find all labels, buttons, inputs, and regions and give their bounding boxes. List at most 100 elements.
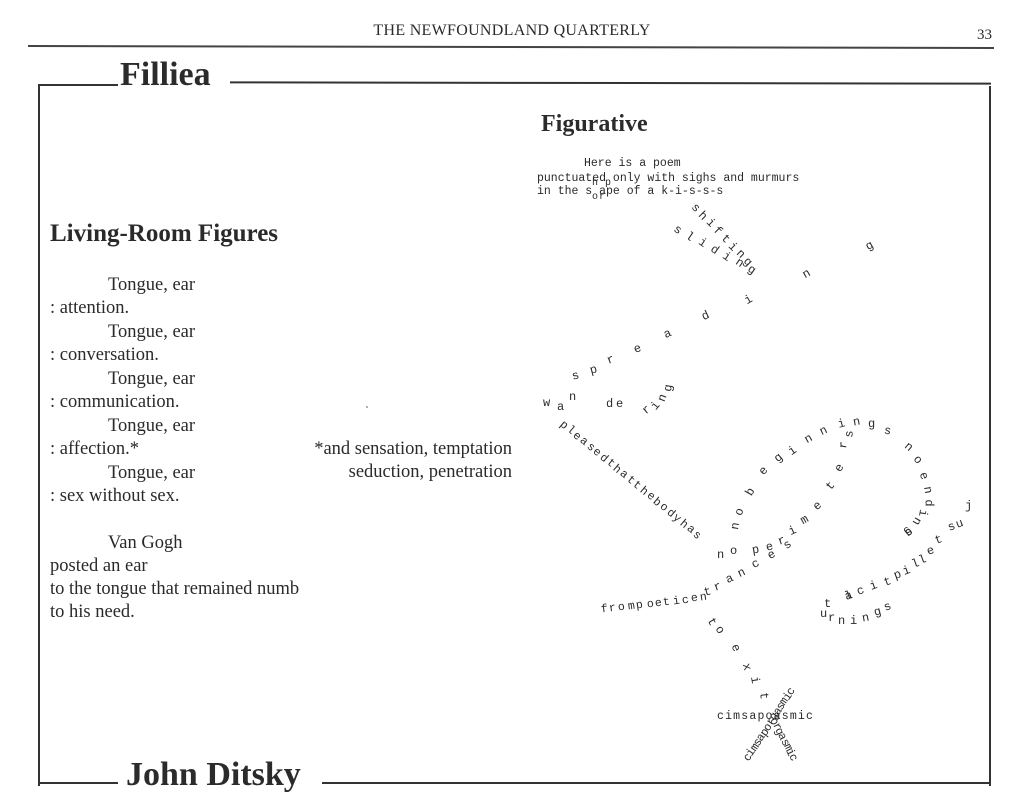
poem-glyph-spreading: a	[661, 326, 674, 342]
poem-glyph-just_elliptical: i	[867, 578, 880, 594]
section-title: Filliea	[120, 56, 211, 93]
poem-line: Van Gogh	[108, 533, 183, 553]
poem-glyph-turnings: s	[881, 599, 894, 615]
poem-glyph-trances: e	[764, 547, 779, 563]
poem-glyph-no_beginnings: e	[755, 463, 772, 479]
poem-glyph-no_endings: n	[920, 485, 936, 495]
poem-line: Tongue, ear	[108, 275, 196, 295]
poem-glyph-just_elliptical: i	[900, 563, 913, 579]
poem-glyph-just_elliptical: t	[881, 574, 894, 590]
poem-glyph-cimsapo_h: a	[749, 710, 757, 723]
poem-glyph-turnings: i	[850, 614, 858, 628]
poem-glyph-to_exit: o	[711, 623, 728, 637]
poem-glyph-cimsapo_h: a	[773, 710, 781, 723]
poem-glyph-no_endings: i	[915, 508, 931, 518]
poem-glyph-sliding: i	[719, 248, 734, 265]
poem-glyph-no_perimeters: m	[797, 512, 812, 528]
poem-glyph-no_beginnings: o	[731, 506, 748, 518]
poem-glyph-no_perimeters: s	[842, 429, 857, 439]
page-number: 33	[977, 27, 992, 43]
poem-glyph-cimsapo_h: c	[806, 710, 813, 723]
poem-glyph-cimsapo_h: m	[789, 710, 797, 723]
poem-glyph-no_beginnings: g	[868, 417, 876, 431]
poem-glyph-from_poetic: e	[690, 591, 699, 606]
poem-glyph-no_endings: o	[909, 452, 926, 468]
poem-glyph-trances: r	[711, 579, 724, 595]
poem-glyph-wandering: d	[606, 397, 614, 411]
footnote-line: seduction, penetration	[348, 462, 512, 482]
poem-glyph-to_exit: e	[727, 642, 744, 654]
poem-line: Tongue, ear	[108, 463, 196, 483]
poem-glyph-cimsapo_h: i	[797, 710, 805, 723]
frame-top-right-rule	[229, 81, 992, 85]
poem-glyph-no_beginnings: s	[882, 423, 893, 439]
poem-glyph-from_poetic: e	[654, 596, 663, 611]
poem-glyph-just_elliptical: c	[854, 583, 867, 599]
poem-glyph-sliding: l	[682, 228, 697, 245]
poem-glyph-no_endings: n	[908, 514, 925, 528]
poem-glyph-just_elliptical: e	[924, 543, 937, 559]
poem-line: : conversation.	[50, 345, 159, 365]
poem-glyph-cimsapo_h: o	[765, 710, 773, 723]
poem-glyph-just_elliptical: p	[891, 567, 904, 583]
intro-line: in the s ape of a k-i-s-s-s	[537, 185, 724, 198]
poem-glyph-just_elliptical: t	[932, 532, 945, 548]
shape-fragment: r	[599, 192, 606, 203]
poem-glyph-sliding: s	[670, 222, 685, 238]
poem-glyph-cimsapo_h: c	[717, 710, 724, 723]
poem-line: : communication.	[50, 392, 180, 412]
shape-fragment: o	[592, 192, 599, 203]
poem-glyph-from_poetic: m	[627, 599, 636, 614]
poem-line: posted an ear	[50, 556, 148, 576]
poem-glyph-cimsapo_h: i	[725, 710, 732, 723]
poem-glyph-just_elliptical: j	[965, 499, 973, 513]
poem-glyph-no_beginnings: g	[771, 450, 786, 466]
poem-glyph-cimsapo_h: s	[781, 710, 789, 723]
poem-glyph-to_exit: i	[747, 675, 763, 685]
poem-glyph-turnings: g	[872, 604, 883, 620]
poem-line: Tongue, ear	[108, 416, 196, 436]
poem-glyph-sliding: i	[695, 235, 710, 252]
poem-glyph-spreading: e	[631, 341, 644, 357]
poem-glyph-turnings: t	[824, 597, 832, 611]
poem-glyph-to_exit: t	[756, 691, 771, 701]
poem-glyph-to_exit: x	[738, 661, 755, 673]
poem-glyph-from_poetic: f	[600, 602, 609, 617]
poem-glyph-no_perimeters: i	[786, 523, 799, 539]
poem-line: to the tongue that remained numb	[50, 579, 300, 599]
poem-glyph-no_perimeters: e	[831, 461, 848, 475]
poem-glyph-cimsapo_h: p	[757, 710, 765, 723]
poem-glyph-from_poetic: o	[646, 597, 655, 612]
frame-top-left-rule	[38, 84, 118, 86]
frame-bottom-left-rule	[40, 782, 118, 784]
poem-glyph-wandering: g	[661, 383, 677, 393]
poem-glyph-turnings: u	[820, 607, 828, 621]
shape-fragment: h	[592, 178, 599, 189]
poem-title-figurative: Figurative	[541, 111, 648, 137]
poem-glyph-spreading: d	[699, 308, 712, 324]
poem-glyph-from_poetic: p	[635, 598, 644, 613]
poem-glyph-no_endings: d	[921, 499, 936, 507]
poem-glyph-no_beginnings: i	[836, 416, 847, 432]
poem-glyph-cimsapo_h: m	[733, 710, 741, 723]
poem-glyph-no_perimeters: r	[836, 440, 852, 450]
poem-line: to his need.	[50, 602, 135, 622]
poem-line: : attention.	[50, 298, 130, 318]
poem-glyph-trances: s	[780, 537, 795, 553]
poem-glyph-wandering: n	[654, 392, 671, 404]
author-name: John Ditsky	[126, 756, 301, 793]
intro-line: punctuated only with sighs and murmurs	[537, 172, 800, 185]
poem-glyph-from_poetic: t	[662, 595, 671, 610]
poem-glyph-trances: c	[748, 556, 763, 572]
poem-glyph-wandering: n	[569, 390, 577, 404]
poem-glyph-trances: n	[735, 565, 748, 581]
footnote-line: *and sensation, temptation	[314, 439, 512, 459]
frame-left-rule	[38, 86, 40, 786]
poem-glyph-trances: a	[723, 571, 736, 587]
poem-glyph-spreading: i	[741, 292, 756, 308]
poem-glyph-no_beginnings: b	[742, 485, 759, 499]
poem-glyph-no_beginnings: i	[785, 443, 800, 459]
poem-glyph-spreading: r	[604, 352, 617, 368]
poem-glyph-no_endings: e	[915, 470, 932, 482]
poem-glyph-no_beginnings: n	[817, 423, 830, 439]
